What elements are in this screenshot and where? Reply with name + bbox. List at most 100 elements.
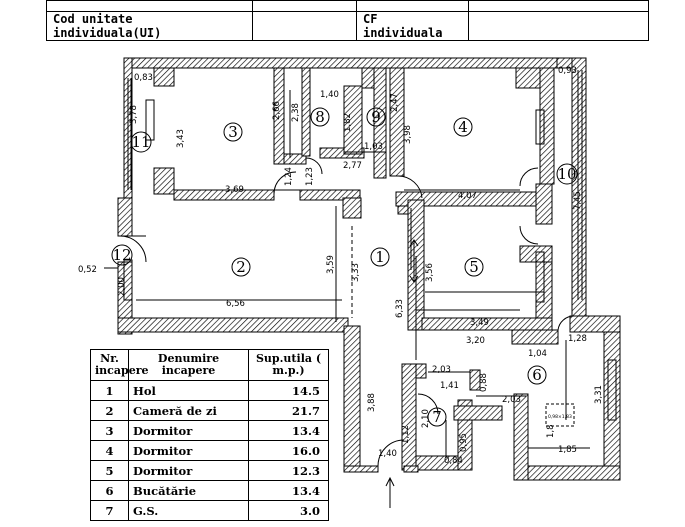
room-label-6: 6 [527,365,547,385]
dim-104: 1,04 [528,349,547,359]
room-label-7: 7 [427,407,447,427]
legend-area: 16.0 [248,440,329,461]
legend-area: 3.0 [248,500,329,521]
dim-203b: 2,03 [502,395,521,405]
room-number-6: 6 [532,366,542,384]
dim-745: 7,45 [573,191,583,210]
dim-123: 1,23 [305,167,315,186]
legend-area: 12.3 [248,460,329,481]
room-number-2: 2 [236,258,246,276]
dim-359: 3,59 [326,255,336,274]
legend-room-name: G.S. [128,500,249,521]
dim-210: 2,10 [421,409,431,428]
room-number-3: 3 [228,123,238,141]
dim-247: 2,47 [390,93,400,112]
room-number-1: 1 [375,248,385,266]
legend-nr: 4 [90,440,129,461]
legend-col-area: Sup.utila ( m.p.) [248,349,329,381]
legend-room-name: Dormitor [128,440,249,461]
dim-407: 4,07 [458,191,477,201]
header-table: Cod unitate individuala(UI) CF individua… [46,0,649,41]
legend-nr: 5 [90,460,129,481]
dim-238: 2,38 [291,103,301,122]
room-number-12: 12 [112,246,131,264]
room-number-8: 8 [315,108,325,126]
legend-col-name: Denumire incapere [128,349,249,381]
dim-185: 1,85 [558,445,577,455]
legend-nr: 1 [90,380,129,401]
dim-356: 3,56 [425,263,435,282]
dim-378: 3,78 [129,105,139,124]
room-label-10: 10 [556,163,578,185]
dim-084: 0,84 [444,456,463,466]
legend-nr: 6 [90,480,129,501]
dim-633: 6,33 [395,299,405,318]
legend-nr: 3 [90,420,129,441]
dim-112: 1,12 [401,425,411,444]
legend-room-name: Dormitor [128,420,249,441]
dimension-labels: 0,83 0,93 3,78 3,43 2,66 2,38 1,40 1,82 … [78,66,604,466]
legend-area: 21.7 [248,400,329,421]
room-labels: 1 2 3 4 5 6 7 8 9 10 11 12 [111,107,578,427]
dim-277: 2,77 [343,161,362,171]
dim-200: 2,00 [117,277,127,296]
dim-093: 0,93 [558,66,577,76]
dim-656: 6,56 [226,299,245,309]
dim-128: 1,28 [568,334,587,344]
room-label-4: 4 [453,117,473,137]
dim-124: 1,24 [284,167,294,186]
dim-small-box: 0,98×1,83 [548,414,572,420]
dim-141: 1,41 [440,381,459,391]
legend-table: Nr. incapere Denumire incapere Sup.utila… [90,349,329,521]
room-label-3: 3 [223,122,243,142]
dim-203a: 2,03 [432,365,451,375]
dim-103: 1,03 [364,142,383,152]
legend-nr: 2 [90,400,129,421]
room-label-12: 12 [111,244,133,266]
room-number-9: 9 [371,108,381,126]
room-label-5: 5 [464,257,484,277]
legend-col-nr: Nr. incapere [90,349,149,381]
room-label-9: 9 [366,107,386,127]
dim-349: 3,49 [470,318,489,328]
room-number-7: 7 [432,408,442,426]
dim-180: 1,8 [546,424,556,438]
legend-room-name: Cameră de zi [128,400,249,421]
legend-nr: 7 [90,500,129,521]
dim-140b: 1,40 [378,449,397,459]
room-label-11: 11 [130,131,152,153]
legend-area: 13.4 [248,480,329,501]
dim-331: 3,31 [594,385,604,404]
room-label-8: 8 [310,107,330,127]
dim-095: 0,95 [459,433,469,452]
dim-052: 0,52 [78,265,97,275]
room-label-2: 2 [231,257,251,277]
dim-088: 0,88 [479,373,489,392]
interior-lines [104,70,617,508]
cf-individuala-value [468,11,649,41]
dim-333: 3,33 [351,263,361,282]
room-number-5: 5 [469,258,479,276]
dim-343: 3,43 [176,129,186,148]
dim-266: 2,66 [272,101,282,120]
room-number-11: 11 [131,133,150,151]
room-label-1: 1 [370,247,390,267]
legend-room-name: Bucătărie [128,480,249,501]
dim-388: 3,88 [367,393,377,412]
legend-room-name: Hol [128,380,249,401]
room-number-10: 10 [557,165,576,183]
dim-182: 1,82 [343,113,353,132]
dim-083: 0,83 [134,73,153,83]
legend-header-row: Nr. incapere Denumire incapere Sup.utila… [90,349,329,381]
legend-room-name: Dormitor [128,460,249,481]
dim-398: 3,98 [403,125,413,144]
dim-320: 3,20 [466,336,485,346]
